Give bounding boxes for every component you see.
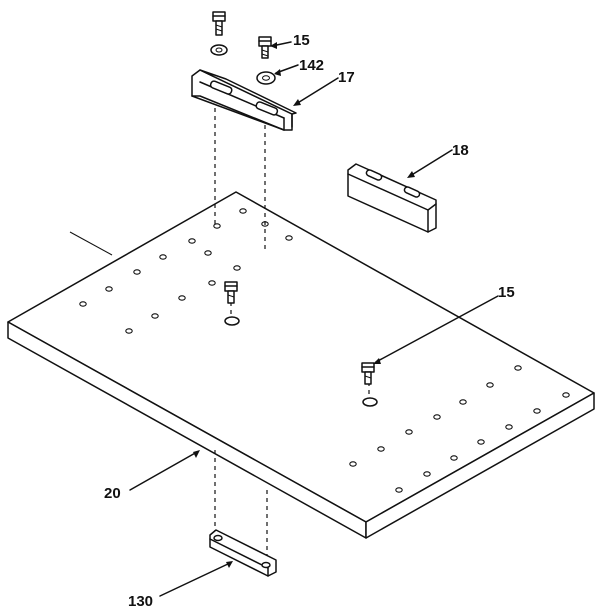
bracket-slot-left — [209, 80, 233, 95]
callout-bracket-right: 18 — [452, 142, 469, 159]
plate-top-face — [7, 191, 595, 523]
bracket18-slot-right — [403, 186, 421, 198]
callout-bolt-top: 15 — [293, 32, 310, 49]
leader-lines — [129, 41, 499, 597]
plate-break-line — [69, 231, 113, 256]
callout-bracket-bottom: 130 — [128, 593, 153, 610]
top-bracket — [191, 69, 297, 131]
callout-base-plate: 20 — [104, 485, 121, 502]
plate-right-edge — [365, 392, 595, 539]
alignment-lines — [214, 108, 370, 558]
plate-hole-group-right — [349, 365, 570, 493]
bottom-bracket — [209, 529, 277, 577]
top-bolt-left — [210, 11, 228, 56]
bracket18-slot-left — [365, 169, 383, 181]
callout-washer: 142 — [299, 57, 324, 74]
base-plate — [7, 191, 595, 539]
top-washer-right — [256, 71, 276, 85]
callout-bracket-top: 17 — [338, 69, 355, 86]
plate-bolt-center — [224, 281, 240, 326]
callout-bolt-side: 15 — [498, 284, 515, 301]
top-bolt-right — [256, 36, 276, 85]
bracket-slot-right — [255, 101, 279, 116]
plate-bolt-right — [361, 362, 378, 407]
right-bracket — [347, 163, 437, 233]
top-washer-left — [210, 44, 228, 56]
